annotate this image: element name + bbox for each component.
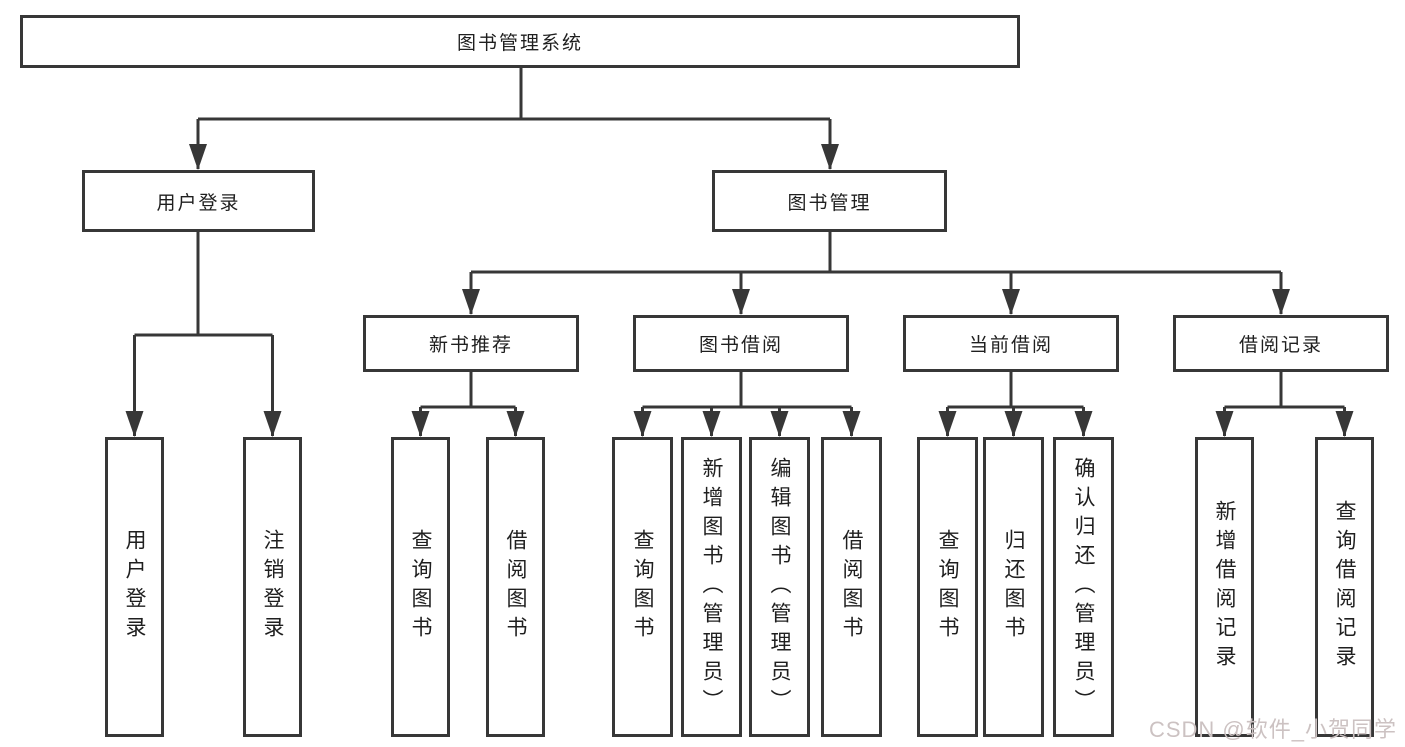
- node-book-management: 图书管理: [712, 170, 947, 232]
- node-new-book-recommend: 新书推荐: [363, 315, 579, 372]
- leaf-newbooks-query: 查询图书: [391, 437, 450, 737]
- connector-records-to-leaves: [1215, 372, 1354, 437]
- node-borrow-records: 借阅记录: [1173, 315, 1389, 372]
- leaf-logout: 注销登录: [243, 437, 302, 737]
- connector-newbooks-to-leaves: [411, 372, 525, 437]
- node-current-borrow: 当前借阅: [903, 315, 1119, 372]
- leaf-user-login: 用户登录: [105, 437, 164, 737]
- leaf-records-query: 查询借阅记录: [1315, 437, 1374, 737]
- leaf-current-query: 查询图书: [917, 437, 978, 737]
- leaf-borrow-query: 查询图书: [612, 437, 673, 737]
- leaf-records-add: 新增借阅记录: [1195, 437, 1254, 737]
- leaf-borrow-add-admin: 新增图书（管理员）: [681, 437, 742, 737]
- leaf-current-confirm-return-admin: 确认归还（管理员）: [1053, 437, 1114, 737]
- leaf-newbooks-borrow: 借阅图书: [486, 437, 545, 737]
- leaf-current-return: 归还图书: [983, 437, 1044, 737]
- connector-bookborrow-to-leaves: [633, 372, 861, 437]
- csdn-watermark: CSDN @软件_小贺同学: [1148, 717, 1397, 742]
- connector-bookmgmt-to-level3: [462, 232, 1290, 315]
- connector-root-to-level2: [189, 68, 839, 170]
- node-library-system: 图书管理系统: [20, 15, 1020, 68]
- connector-currentborrow-to-leaves: [938, 372, 1093, 437]
- leaf-borrow-edit-admin: 编辑图书（管理员）: [749, 437, 810, 737]
- node-book-borrow: 图书借阅: [633, 315, 849, 372]
- leaf-borrow-book: 借阅图书: [821, 437, 882, 737]
- connector-userlogin-to-leaves: [125, 232, 282, 437]
- node-user-login: 用户登录: [82, 170, 315, 232]
